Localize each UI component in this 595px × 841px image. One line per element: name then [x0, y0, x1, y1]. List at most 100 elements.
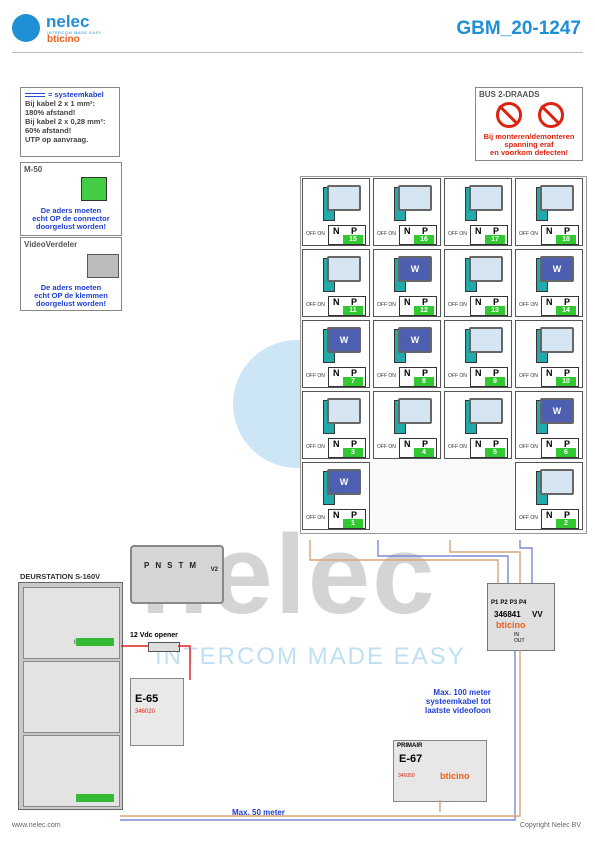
monitor-screen: W	[540, 398, 574, 424]
note-cable-line: 60% afstand!	[25, 126, 72, 135]
address-number: 6	[556, 448, 576, 457]
address-number: 14	[556, 306, 576, 315]
address-number: 7	[343, 377, 363, 386]
n-label: N	[333, 297, 340, 307]
vv-out: OUT	[514, 638, 525, 644]
e65-label: E-65	[135, 693, 159, 705]
door-station: IN	[18, 582, 123, 810]
p-label: P	[564, 226, 571, 236]
p-label: P	[351, 226, 358, 236]
note-cable-line: 180% afstand!	[25, 108, 76, 117]
monitor-screen	[398, 185, 432, 211]
zoom-sub: V2	[210, 567, 218, 573]
no-plug-icon	[496, 102, 522, 128]
watermark-subtitle: INTERCOM MADE EASY	[155, 643, 466, 670]
logo-partner: bticino	[47, 34, 80, 45]
note-m50: M-50 De aders moeten echt OP de connecto…	[20, 162, 122, 236]
n-label: N	[546, 226, 553, 236]
opener-symbol	[148, 642, 180, 652]
note-m50-title: M-50	[24, 165, 43, 174]
note-system-cable: = systeemkabel Bij kabel 2 x 1 mm²: 180%…	[20, 87, 120, 157]
off-on-switch-label: OFF ON	[377, 373, 396, 379]
n-label: N	[333, 439, 340, 449]
max100-line: laatste videofoon	[425, 706, 491, 715]
wire	[377, 540, 509, 583]
note-cable-line: Bij kabel 2 x 1 mm²:	[25, 99, 96, 108]
p-label: P	[564, 368, 571, 378]
note-m50-line: echt OP de connector	[32, 214, 110, 223]
monitor-screen	[469, 327, 503, 353]
note-cable-line: UTP op aanvraag.	[25, 135, 89, 144]
n-label: N	[546, 368, 553, 378]
zoom-label-p: P	[144, 561, 150, 570]
n-label: N	[475, 226, 482, 236]
terminal-strip	[76, 794, 114, 802]
p-label: P	[564, 439, 571, 449]
off-on-switch-label: OFF ON	[306, 444, 325, 450]
off-on-switch-label: OFF ON	[448, 231, 467, 237]
n-label: N	[333, 368, 340, 378]
address-number: 11	[343, 306, 363, 315]
note-vv-line: doorgelust worden!	[36, 299, 106, 308]
monitor-screen: W	[327, 469, 361, 495]
no-electric-icon	[538, 102, 564, 128]
n-label: N	[546, 297, 553, 307]
nelec-logo-mark	[12, 14, 40, 42]
vv-suffix: VV	[532, 610, 543, 619]
zoom-label-s: S	[167, 561, 173, 570]
address-number: 12	[414, 306, 434, 315]
monitor-screen	[540, 185, 574, 211]
vv-port: P4	[519, 600, 527, 606]
monitor-screen	[469, 185, 503, 211]
off-on-switch-label: OFF ON	[448, 373, 467, 379]
wire	[309, 540, 499, 583]
e67-label: E-67	[399, 753, 423, 765]
n-label: N	[404, 439, 411, 449]
address-number: 10	[556, 377, 576, 386]
p-label: P	[422, 226, 429, 236]
n-label: N	[404, 297, 411, 307]
n-label: N	[475, 368, 482, 378]
off-on-switch-label: OFF ON	[377, 231, 396, 237]
note-cable-line: Bij kabel 2 x 0,28 mm²:	[25, 117, 106, 126]
zoom-label-n: N	[155, 561, 162, 570]
n-label: N	[404, 368, 411, 378]
monitor-screen: W	[398, 327, 432, 353]
off-on-switch-label: OFF ON	[306, 373, 325, 379]
note-bus-line: Bij monteren/demonteren	[483, 132, 575, 141]
p-label: P	[422, 297, 429, 307]
n-label: N	[475, 297, 482, 307]
off-on-switch-label: OFF ON	[519, 444, 538, 450]
monitor-screen: W	[398, 256, 432, 282]
address-number: 4	[414, 448, 434, 457]
off-on-switch-label: OFF ON	[306, 302, 325, 308]
p-label: P	[351, 368, 358, 378]
footer-url: www.nelec.com	[12, 822, 61, 829]
n-label: N	[333, 226, 340, 236]
n-label: N	[333, 510, 340, 520]
e65-code: 346020	[135, 709, 156, 715]
off-on-switch-label: OFF ON	[448, 302, 467, 308]
wire	[178, 645, 191, 680]
logo-tagline: INTERCOM MADE EASY	[47, 30, 102, 35]
wire	[120, 650, 516, 821]
note-vv-line: echt OP de klemmen	[34, 291, 108, 300]
